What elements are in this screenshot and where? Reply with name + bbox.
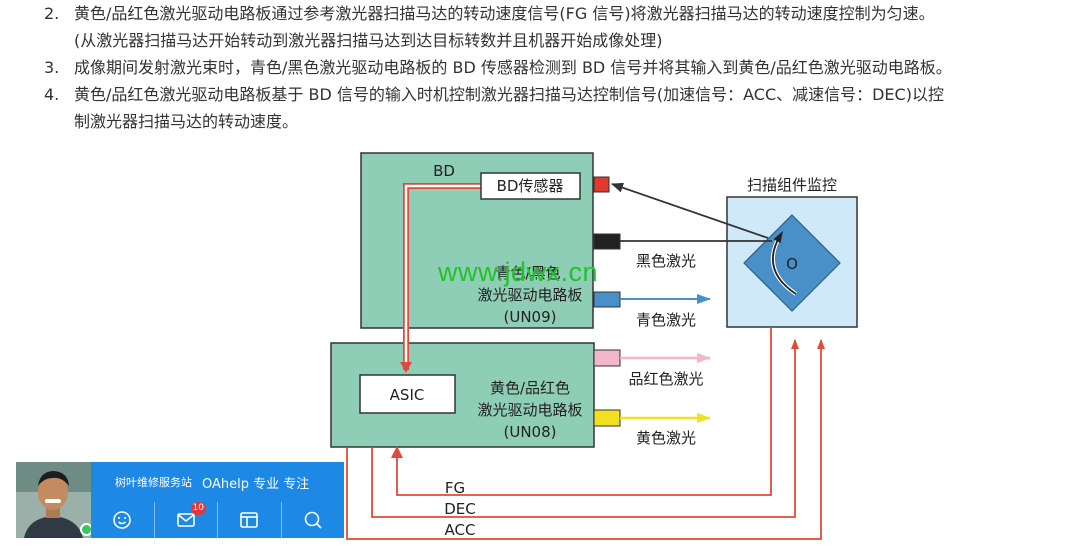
acc-label: ACC: [445, 521, 476, 539]
un08-label-line1: 黄色/品红色: [490, 379, 570, 397]
dec-signal-line: [371, 339, 799, 518]
step-line: 黄色/品红色激光驱动电路板通过参考激光器扫描马达的转动速度信号(FG 信号)将激…: [74, 4, 935, 23]
step-item: 4. 黄色/品红色激光驱动电路板基于 BD 信号的输入时机控制激光器扫描马达控制…: [44, 81, 1064, 135]
step-number: 2.: [44, 4, 60, 23]
step-line: 黄色/品红色激光驱动电路板基于 BD 信号的输入时机控制激光器扫描马达控制信号(…: [74, 85, 944, 104]
yellow-laser-label: 黄色激光: [636, 429, 696, 447]
un08-label-line3: (UN08): [504, 423, 557, 441]
watermark: www.jdwx.cn: [438, 257, 599, 287]
panel-button[interactable]: [217, 502, 281, 538]
site-slogan: OAhelp 专业 专注: [202, 476, 310, 492]
profile-actions: 10: [91, 502, 344, 538]
profile-widget: 树叶维修服务站 OAhelp 专业 专注 10: [16, 462, 344, 538]
step-text: 黄色/品红色激光驱动电路板基于 BD 信号的输入时机控制激光器扫描马达控制信号(…: [74, 81, 1064, 135]
bd-signal-line-core: [404, 184, 481, 362]
magenta-laser-label: 品红色激光: [628, 370, 703, 388]
step-line: (从激光器扫描马达开始转动到激光器扫描马达到达目标转数并且机器开始成像处理): [74, 31, 663, 50]
cyan-laser-label: 青色激光: [636, 311, 696, 329]
step-text: 成像期间发射激光束时，青色/黑色激光驱动电路板的 BD 传感器检测到 BD 信号…: [74, 54, 1064, 81]
fg-signal-line: [396, 327, 772, 496]
un09-label-line1: 青色/黑色: [495, 264, 560, 282]
un08-label-line2: 激光驱动电路板: [477, 401, 582, 419]
un09-label-line3: (UN09): [504, 308, 557, 326]
messages-button[interactable]: 10: [153, 502, 218, 538]
bd-beam-line: [611, 182, 769, 239]
step-number: 4.: [44, 85, 60, 104]
search-button[interactable]: [280, 502, 345, 538]
avatar[interactable]: [16, 462, 91, 538]
polygon-mirror: [743, 214, 841, 312]
site-name: 树叶维修服务站: [115, 476, 192, 489]
bd-signal-arrowhead: [400, 362, 412, 373]
bd-port: [593, 176, 610, 193]
asic-label: ASIC: [390, 386, 425, 404]
mail-icon: [176, 513, 195, 527]
message-count-badge: 10: [190, 502, 206, 515]
mirror-axis: O: [786, 255, 798, 273]
yellow-laser-port: [593, 409, 621, 427]
step-number: 3.: [44, 58, 60, 77]
asic-box: [359, 374, 456, 414]
rotation-arrow: [771, 230, 797, 295]
dec-label: DEC: [444, 500, 476, 518]
fg-label: FG: [445, 479, 465, 497]
step-item: 3. 成像期间发射激光束时，青色/黑色激光驱动电路板的 BD 传感器检测到 BD…: [44, 54, 1064, 81]
profile-panel: 树叶维修服务站 OAhelp 专业 专注 10: [91, 462, 344, 538]
verified-badge-icon: [80, 523, 91, 536]
profile-title: 树叶维修服务站 OAhelp 专业 专注: [91, 462, 344, 502]
cyan-laser-port: [593, 291, 621, 308]
black-laser-port: [593, 233, 621, 250]
smile-button[interactable]: [91, 502, 154, 538]
step-text: 黄色/品红色激光驱动电路板通过参考激光器扫描马达的转动速度信号(FG 信号)将激…: [74, 0, 1064, 54]
fg-arrowhead: [391, 446, 403, 458]
magenta-laser-port: [593, 349, 621, 367]
bd-label: BD: [433, 162, 455, 180]
bd-sensor-label: BD传感器: [497, 177, 564, 195]
acc-signal-line: [346, 339, 825, 540]
step-line: 成像期间发射激光束时，青色/黑色激光驱动电路板的 BD 传感器检测到 BD 信号…: [74, 58, 952, 77]
step-item: 2. 黄色/品红色激光驱动电路板通过参考激光器扫描马达的转动速度信号(FG 信号…: [44, 0, 1064, 54]
scanner-title: 扫描组件监控: [747, 176, 837, 194]
panel-icon: [240, 512, 259, 528]
search-icon: [304, 511, 322, 529]
smile-icon: [113, 511, 132, 529]
instruction-list: 2. 黄色/品红色激光驱动电路板通过参考激光器扫描马达的转动速度信号(FG 信号…: [44, 0, 1064, 135]
un09-label-line2: 激光驱动电路板: [477, 286, 582, 304]
step-line: 制激光器扫描马达的转动速度。: [74, 112, 299, 131]
bd-sensor-box: [480, 172, 581, 200]
black-laser-label: 黑色激光: [636, 252, 696, 270]
